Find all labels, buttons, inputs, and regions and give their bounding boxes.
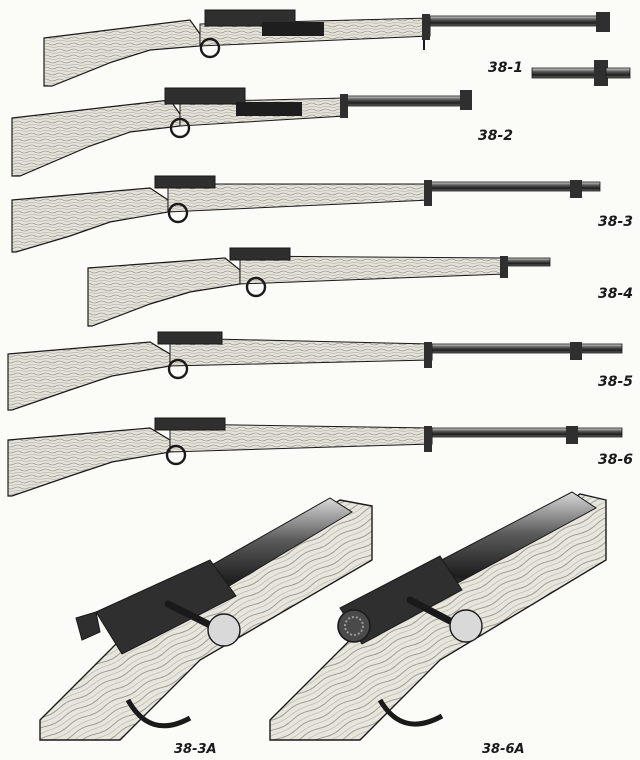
rifle-38-2 (11, 87, 472, 177)
rifle-38-1-trigger-guard (199, 37, 221, 59)
rifle-38-6-barrel (431, 427, 623, 438)
rifle-38-3-stock (11, 187, 169, 253)
rifle-38-6-receiver (154, 417, 226, 431)
label-38-3: 38-3 (598, 214, 634, 230)
detail-38-6a-trigger-guard (377, 698, 444, 727)
detail-38-3a-cocking-piece (75, 611, 101, 641)
rifle-38-6-stock (7, 427, 171, 497)
rifle-38-1-barrel (429, 15, 603, 27)
label-38-6: 38-6 (598, 452, 634, 468)
rifle-38-1-band (422, 14, 430, 40)
rifle-38-2-receiver (164, 87, 246, 105)
rifle-38-4-barrel (504, 257, 551, 267)
rifle-38-2-band (340, 94, 348, 118)
rifle-38-3 (11, 175, 601, 253)
rifle-38-5-band (424, 342, 432, 368)
label-38-5: 38-5 (598, 374, 634, 390)
rifle-38-6-trigger-guard (165, 444, 187, 466)
detail-38-3a (39, 497, 373, 741)
rifle-38-2-magazine (236, 102, 302, 116)
rifle-38-5-muzzle (570, 342, 582, 360)
rifle-38-4-stock (87, 257, 241, 327)
rifle-38-5-receiver (157, 331, 223, 345)
rifle-38-4 (87, 247, 551, 327)
rifle-38-3-trigger-guard (167, 202, 189, 224)
label-38-1: 38-1 (488, 60, 524, 76)
rifle-38-4-band (500, 256, 508, 278)
detail-38-6a-bolt-handle (406, 596, 456, 626)
rifle-38-5-barrel (431, 343, 623, 354)
rifle-38-2-barrel (344, 95, 464, 107)
rifle-38-2-stock (11, 99, 181, 177)
detail-38-6a-safety-knob (337, 609, 371, 643)
rifle-38-4-receiver (229, 247, 291, 261)
rifle-38-5-trigger-guard (167, 358, 189, 380)
label-38-2: 38-2 (478, 128, 514, 144)
rifle-38-3-receiver (154, 175, 216, 189)
detail-38-3a-bolt-handle (164, 600, 216, 630)
detail-38-3a-trigger-guard (125, 698, 192, 729)
detail-38-6a-bolt-knob (449, 609, 483, 643)
rifle-38-2-trigger-guard (169, 117, 191, 139)
rifle-38-3-muzzle (570, 180, 582, 198)
label-38-4: 38-4 (598, 286, 634, 302)
rifle-38-5-stock (7, 341, 171, 411)
label-38-6a: 38-6A (482, 742, 525, 757)
rifle-38-1-magazine (262, 22, 324, 36)
rifle-38-6-band (424, 426, 432, 452)
rifle-38-2-muzzle (460, 90, 472, 110)
rifle-38-3-band (424, 180, 432, 206)
rifle-38-4-trigger-guard (245, 276, 267, 298)
label-38-3a: 38-3A (174, 742, 217, 757)
muzzle-detail-38-1 (531, 60, 631, 86)
detail-38-3a-receiver (95, 559, 237, 655)
rifle-38-6-muzzle (566, 426, 578, 444)
rifle-38-6 (7, 417, 623, 497)
rifle-38-5 (7, 331, 623, 411)
detail-38-3a-bolt-knob (207, 613, 241, 647)
detail-38-6a (269, 491, 607, 741)
rifle-38-1-muzzle (596, 12, 610, 32)
rifle-38-1 (43, 9, 610, 87)
rifle-38-1-stock (43, 19, 201, 87)
